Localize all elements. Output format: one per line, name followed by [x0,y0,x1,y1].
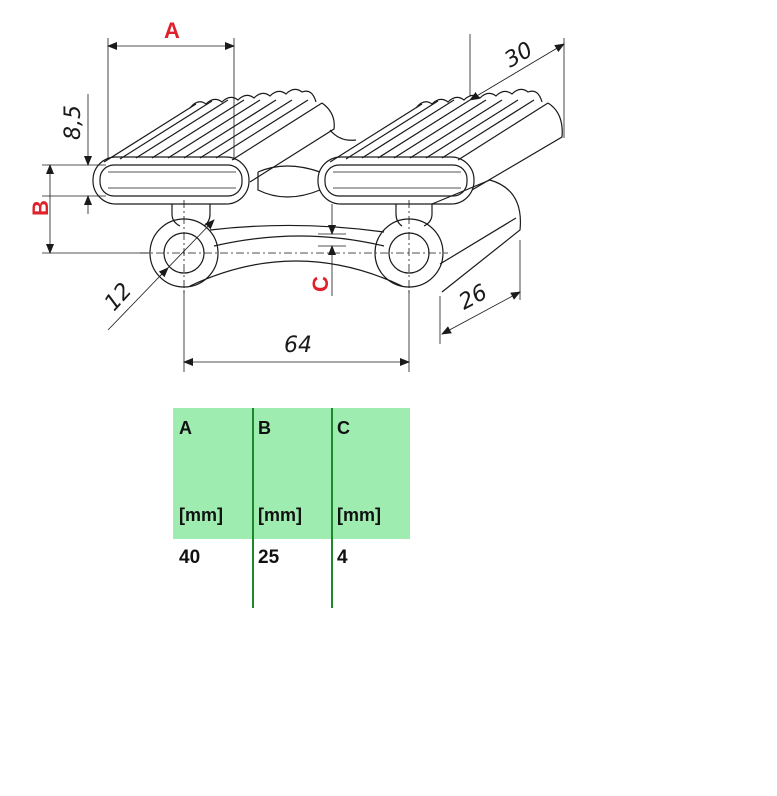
dimension-pitch: 64 [183,290,410,372]
table-column-b: B [mm] 25 [252,408,331,608]
technical-drawing: A 8,5 B C 30 12 26 [28,18,565,372]
dim-diameter-text: 12 [100,278,137,316]
table-header-cell: A [mm] [173,408,252,539]
table-header-cell: B [mm] [252,408,331,539]
table-value-c: 4 [337,547,348,568]
dim-depth-top-text: 30 [501,38,538,74]
right-pad [317,88,563,205]
table-divider [331,408,333,608]
table-header-c: C [337,418,350,438]
table-divider [252,408,254,608]
dimension-depth-bottom: 26 [439,240,521,344]
center-bridge [257,129,357,198]
label-a: A [164,18,180,43]
table-header-a: A [179,418,192,438]
table-value-a: 40 [179,547,201,568]
table-value-b: 25 [258,547,280,568]
dimension-c: C [308,204,346,296]
dim-height-text: 8,5 [61,105,86,140]
label-b: B [28,200,53,216]
dimension-table: A [mm] 40 B [mm] 25 C [mm] 4 [173,408,410,608]
dimension-height: 8,5 [42,94,106,214]
dimension-diameter: 12 [100,219,215,331]
dimension-a: A [107,18,235,160]
lower-link-body [140,179,522,296]
table-unit-c: [mm] [337,505,381,525]
table-column-c: C [mm] 4 [331,408,410,608]
dim-pitch-text: 64 [284,333,312,358]
left-pad [92,88,335,205]
dimension-b: B [28,164,150,254]
label-c: C [308,276,333,292]
table-header-b: B [258,418,271,438]
table-unit-a: [mm] [179,505,223,525]
table-header-cell: C [mm] [331,408,410,539]
table-unit-b: [mm] [258,505,302,525]
table-column-a: A [mm] 40 [173,408,252,608]
